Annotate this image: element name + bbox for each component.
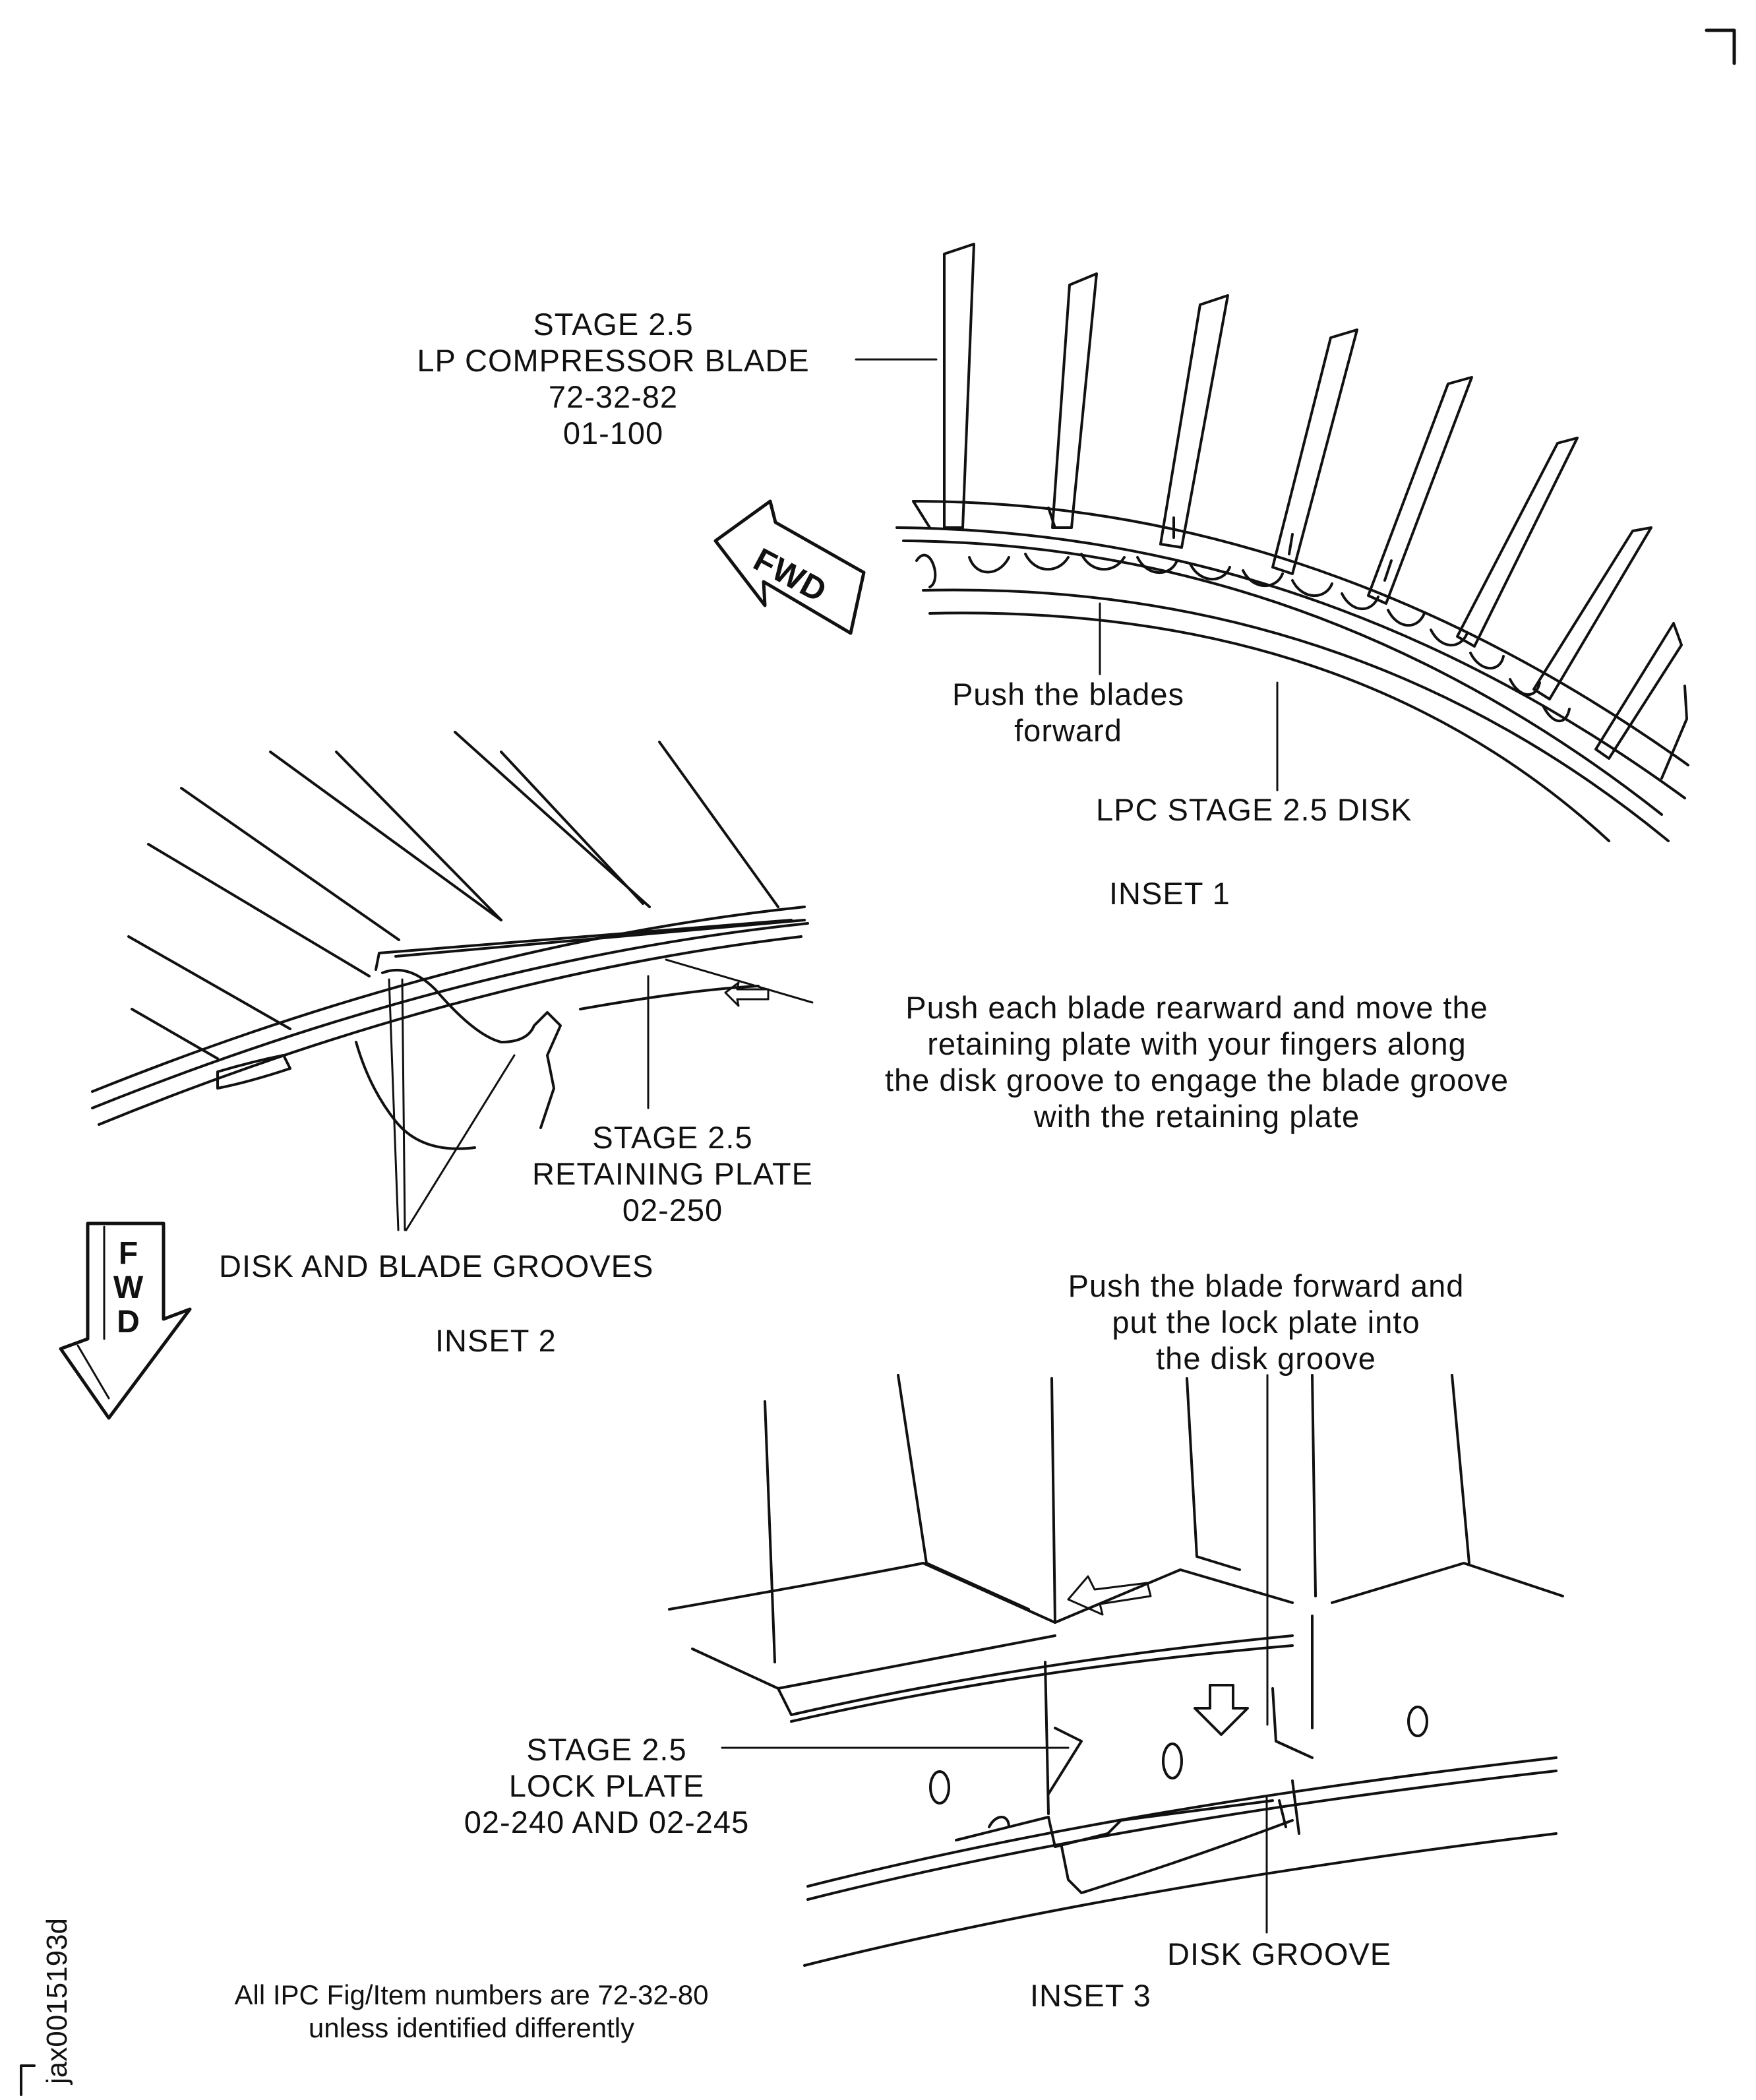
inset1-fwd-arrow-icon — [713, 499, 866, 635]
inset2-plate-callout-line1: STAGE 2.5 — [592, 1120, 753, 1155]
inset2-fwd-letter-w: W — [113, 1270, 144, 1305]
inset2-fwd-arrow-icon — [59, 1221, 192, 1420]
inset2-instruction-line4: with the retaining plate — [1033, 1099, 1360, 1134]
inset1-blade-callout: STAGE 2.5 LP COMPRESSOR BLADE 72-32-82 0… — [382, 306, 844, 451]
inset3-drawing — [668, 1374, 1564, 1967]
inset2-instruction-line2: retaining plate with your fingers along — [927, 1026, 1467, 1061]
inset2-drawing — [59, 731, 814, 1420]
inset3-lock-plate-callout-line3: 02-240 AND 02-245 — [464, 1805, 750, 1839]
inset3-caption: INSET 3 — [1030, 1978, 1151, 2013]
inset1-drawing — [713, 243, 1689, 842]
inset2-plate-callout-line2: RETAINING PLATE — [532, 1156, 813, 1191]
figure-footnote: All IPC Fig/Item numbers are 72-32-80 un… — [132, 1979, 811, 2045]
inset2-fwd-letter-f: F — [118, 1236, 139, 1271]
inset3-instruction: Push the blade forward and put the lock … — [989, 1268, 1543, 1376]
inset3-lock-plate-callout-line2: LOCK PLATE — [508, 1768, 705, 1803]
inset3-instruction-line3: the disk groove — [1156, 1341, 1376, 1376]
inset1-blade-callout-line4: 01-100 — [562, 416, 664, 450]
inset1-push-callout-line1: Push the blades — [952, 677, 1185, 712]
inset1-dovetail-slots — [915, 553, 1571, 723]
inset1-caption: INSET 1 — [1109, 876, 1230, 911]
inset3-groove-callout: DISK GROOVE — [1167, 1936, 1392, 1971]
inset3-lock-plate-callout: STAGE 2.5 LOCK PLATE 02-240 AND 02-245 — [422, 1731, 791, 1840]
inset1-disk-callout: LPC STAGE 2.5 DISK — [1096, 792, 1412, 827]
inset2-instruction-line1: Push each blade rearward and move the — [905, 990, 1488, 1025]
inset3-instruction-line2: put the lock plate into — [1112, 1305, 1420, 1340]
inset3-push-arrow-icon — [1067, 1575, 1152, 1616]
inset3-down-arrow-icon — [1194, 1684, 1249, 1736]
inset3-lock-plate-callout-line1: STAGE 2.5 — [526, 1732, 687, 1767]
inset2-instruction-leader — [665, 958, 814, 1004]
inset1-blades — [943, 243, 1688, 780]
inset2-plate-callout-line3: 02-250 — [622, 1192, 723, 1227]
inset3-instruction-line1: Push the blade forward and — [1068, 1268, 1465, 1303]
figure-footnote-line2: unless identified differently — [308, 2012, 635, 2043]
inset2-push-arrow-icon — [724, 981, 770, 1007]
inset2-grooves-callout: DISK AND BLADE GROOVES — [219, 1249, 654, 1283]
crop-mark-top-right — [1705, 28, 1736, 65]
inset2-caption: INSET 2 — [435, 1323, 557, 1358]
inset2-plate-callout: STAGE 2.5 RETAINING PLATE 02-250 — [501, 1119, 844, 1228]
crop-mark-bottom-left — [20, 2064, 36, 2096]
inset1-blade-callout-line1: STAGE 2.5 — [533, 307, 694, 342]
inset2-instruction: Push each blade rearward and move the re… — [772, 989, 1622, 1134]
inset1-blade-callout-line2: LP COMPRESSOR BLADE — [417, 343, 810, 378]
inset1-push-callout: Push the blades forward — [910, 676, 1226, 749]
inset2-blades — [127, 731, 779, 1060]
inset1-push-callout-line2: forward — [1014, 713, 1122, 748]
inset1-blade-callout-line3: 72-32-82 — [548, 379, 679, 414]
figure-footnote-line1: All IPC Fig/Item numbers are 72-32-80 — [234, 1979, 709, 2010]
figure-id: jax0015193d — [41, 1917, 73, 2084]
inset2-grooves-leader — [388, 978, 516, 1231]
inset3-blades — [764, 1374, 1470, 1663]
inset2-instruction-line3: the disk groove to engage the blade groo… — [884, 1063, 1509, 1097]
inset2-fwd-letter-d: D — [117, 1305, 140, 1340]
inset2-fwd-label: F W D — [106, 1237, 152, 1340]
